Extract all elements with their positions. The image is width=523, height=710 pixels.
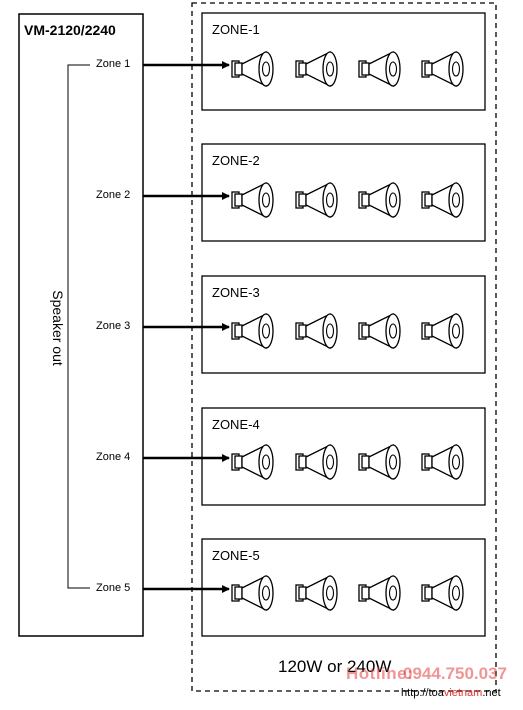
url-suffix: .net — [482, 687, 501, 699]
speaker-out-label: Speaker out — [50, 290, 66, 366]
watermark-url: http://toavietnam.net — [401, 687, 501, 699]
amplifier-model-label: VM-2120/2240 — [24, 22, 116, 38]
power-rating-label: 120W or 240W — [278, 657, 392, 676]
zone-output-label: Zone 5 — [96, 582, 131, 594]
horn-speaker-icon — [358, 444, 401, 480]
zone-box-2 — [201, 143, 486, 242]
horn-speaker-icon — [295, 313, 338, 349]
horn-speaker-icon — [358, 51, 401, 87]
horn-speaker-icon — [231, 444, 274, 480]
zone-title: ZONE-3 — [212, 285, 260, 300]
horn-speaker-icon — [421, 313, 464, 349]
zone-box-4 — [201, 407, 486, 506]
speaker-area-dashed-box — [191, 2, 497, 692]
horn-speaker-icon — [231, 182, 274, 218]
horn-speaker-icon — [421, 51, 464, 87]
zone-title: ZONE-4 — [212, 417, 260, 432]
horn-speaker-icon — [358, 575, 401, 611]
zone-output-label: Zone 1 — [96, 58, 131, 70]
horn-speaker-icon — [421, 575, 464, 611]
zone-box-1 — [201, 12, 486, 111]
amplifier-box — [18, 13, 144, 637]
zone-output-label: Zone 3 — [96, 320, 131, 332]
zone-output-label: Zone 2 — [96, 189, 131, 201]
zone-title: ZONE-1 — [212, 22, 260, 37]
horn-speaker-icon — [231, 51, 274, 87]
horn-speaker-icon — [358, 313, 401, 349]
zone-box-3 — [201, 275, 486, 374]
horn-speaker-icon — [231, 575, 274, 611]
watermark-hotline-number: 0944.750.037 — [403, 664, 507, 683]
url-highlight: vietnam — [443, 687, 483, 699]
horn-speaker-icon — [358, 182, 401, 218]
horn-speaker-icon — [231, 313, 274, 349]
url-prefix: http://toa — [401, 687, 444, 699]
horn-speaker-icon — [295, 575, 338, 611]
zone-output-label: Zone 4 — [96, 451, 131, 463]
zone-title: ZONE-2 — [212, 153, 260, 168]
horn-speaker-icon — [421, 182, 464, 218]
watermark-hotline-label: Hotline: — [346, 664, 414, 683]
horn-speaker-icon — [295, 444, 338, 480]
horn-speaker-icon — [295, 51, 338, 87]
horn-speaker-icon — [421, 444, 464, 480]
zone-title: ZONE-5 — [212, 548, 260, 563]
speaker-out-bracket — [67, 64, 90, 589]
zone-box-5 — [201, 538, 486, 637]
horn-speaker-icon — [295, 182, 338, 218]
